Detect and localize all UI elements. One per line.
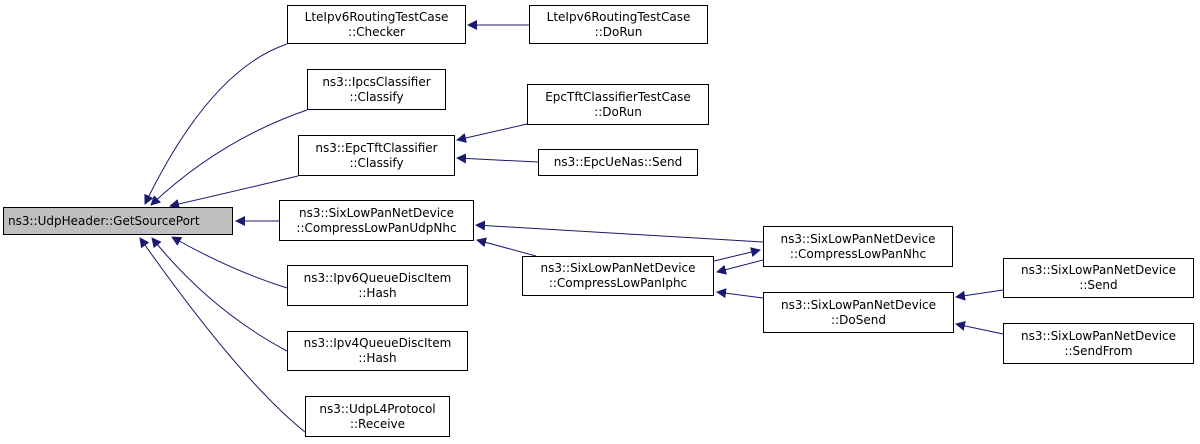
node-line: ns3::IpcsClassifier <box>322 74 431 89</box>
node-udpl4protocol-receive[interactable]: ns3::UdpL4Protocol ::Receive <box>305 396 450 437</box>
node-line: ns3::SixLowPanNetDevice <box>780 231 936 246</box>
node-line: ::Hash <box>358 285 397 300</box>
call-edge-epc_ue-to-epc_tft <box>456 153 539 164</box>
node-line: ::Checker <box>348 24 405 39</box>
node-line: ::Send <box>1079 278 1118 292</box>
node-line: ::SendFrom <box>1064 343 1133 358</box>
node-line: ns3::Ipv4QueueDiscItem <box>303 336 452 350</box>
call-edge-six_iphc-to-six_udpnhc <box>476 237 537 257</box>
node-line: EpcTftClassifierTestCase <box>545 89 691 104</box>
node-line: ns3::EpcUeNas::Send <box>553 155 683 169</box>
node-line: ::DoSend <box>831 312 886 327</box>
node-line: ::Hash <box>358 351 397 365</box>
node-ipv4queuediscitem-hash[interactable]: ns3::Ipv4QueueDiscItem ::Hash <box>287 331 468 371</box>
node-line: ns3::SixLowPanNetDevice <box>298 205 455 220</box>
node-line: LteIpv6RoutingTestCase <box>304 9 449 24</box>
node-line: ns3::SixLowPanNetDevice <box>1020 328 1177 343</box>
node-line: ns3::SixLowPanNetDevice <box>540 261 696 275</box>
node-sixlowpannetdevice-send[interactable]: ns3::SixLowPanNetDevice ::Send <box>1003 258 1194 298</box>
call-edge-six_dosend-to-six_iphc <box>716 288 764 299</box>
node-line: ns3::SixLowPanNetDevice <box>780 297 937 312</box>
node-lteipv6routingtestcase-checker[interactable]: LteIpv6RoutingTestCase ::Checker <box>287 5 466 44</box>
node-line: ::DoRun <box>594 24 643 39</box>
node-line: ::DoRun <box>594 104 642 119</box>
node-line: ::CompressLowPanNhc <box>789 246 927 261</box>
node-ipv6queuediscitem-hash[interactable]: ns3::Ipv6QueueDiscItem ::Hash <box>287 265 468 306</box>
call-edge-six_nhc-to-six_udpnhc <box>475 220 764 243</box>
call-edge-ipv6q-to-root <box>171 236 288 289</box>
node-line: ::Receive <box>349 416 406 431</box>
call-edge-epc_test-to-epc_tft <box>456 123 528 143</box>
call-edge-epc_tft-to-root <box>169 175 299 209</box>
node-epctftclassifier-classify[interactable]: ns3::EpcTftClassifier ::Classify <box>298 135 455 176</box>
call-edge-ipv4q-to-root <box>151 237 288 352</box>
node-line: ns3::UdpL4Protocol <box>319 401 436 416</box>
node-epctftclassifiertestcase-dorun[interactable]: EpcTftClassifierTestCase ::DoRun <box>527 84 709 125</box>
node-line: LteIpv6RoutingTestCase <box>546 9 691 24</box>
node-line: ::Classify <box>349 89 404 104</box>
call-edge-lte_checker-to-root <box>144 43 288 205</box>
node-sixlowpannetdevice-compresslowpannhc[interactable]: ns3::SixLowPanNetDevice ::CompressLowPan… <box>763 226 953 267</box>
node-sixlowpannetdevice-sendfrom[interactable]: ns3::SixLowPanNetDevice ::SendFrom <box>1003 323 1194 364</box>
node-line: ::CompressLowPanIphc <box>548 276 688 290</box>
node-sixlowpannetdevice-compresslowpanudpnhc[interactable]: ns3::SixLowPanNetDevice ::CompressLowPan… <box>279 200 474 241</box>
node-sixlowpannetdevice-compresslowpaniphc[interactable]: ns3::SixLowPanNetDevice ::CompressLowPan… <box>522 256 714 296</box>
node-udpheader-getsourceport[interactable]: ns3::UdpHeader::GetSourcePort <box>3 207 233 235</box>
call-edge-udpl4-to-root <box>139 237 306 433</box>
node-line: ns3::EpcTftClassifier <box>315 140 438 155</box>
node-line: ::Classify <box>349 155 404 170</box>
node-line: ns3::SixLowPanNetDevice <box>1020 263 1177 277</box>
node-line: ns3::Ipv6QueueDiscItem <box>303 270 452 285</box>
node-ipcsclassifier-classify[interactable]: ns3::IpcsClassifier ::Classify <box>307 69 446 110</box>
call-edge-six_nhc-to-six_iphc <box>716 259 764 275</box>
node-epcuenas-send[interactable]: ns3::EpcUeNas::Send <box>538 149 698 176</box>
node-line: ::CompressLowPanUdpNhc <box>296 220 457 235</box>
node-sixlowpannetdevice-dosend[interactable]: ns3::SixLowPanNetDevice ::DoSend <box>763 292 954 333</box>
node-lteipv6routingtestcase-dorun[interactable]: LteIpv6RoutingTestCase ::DoRun <box>529 5 708 44</box>
call-edge-ipcs-to-root <box>150 109 308 206</box>
call-edge-six_sendfrom-to-six_dosend <box>955 320 1004 335</box>
node-line: ns3::UdpHeader::GetSourcePort <box>8 213 200 228</box>
call-edge-six_send-to-six_dosend <box>955 289 1004 301</box>
call-edge-six_iphc-to-six_nhc <box>713 247 761 262</box>
